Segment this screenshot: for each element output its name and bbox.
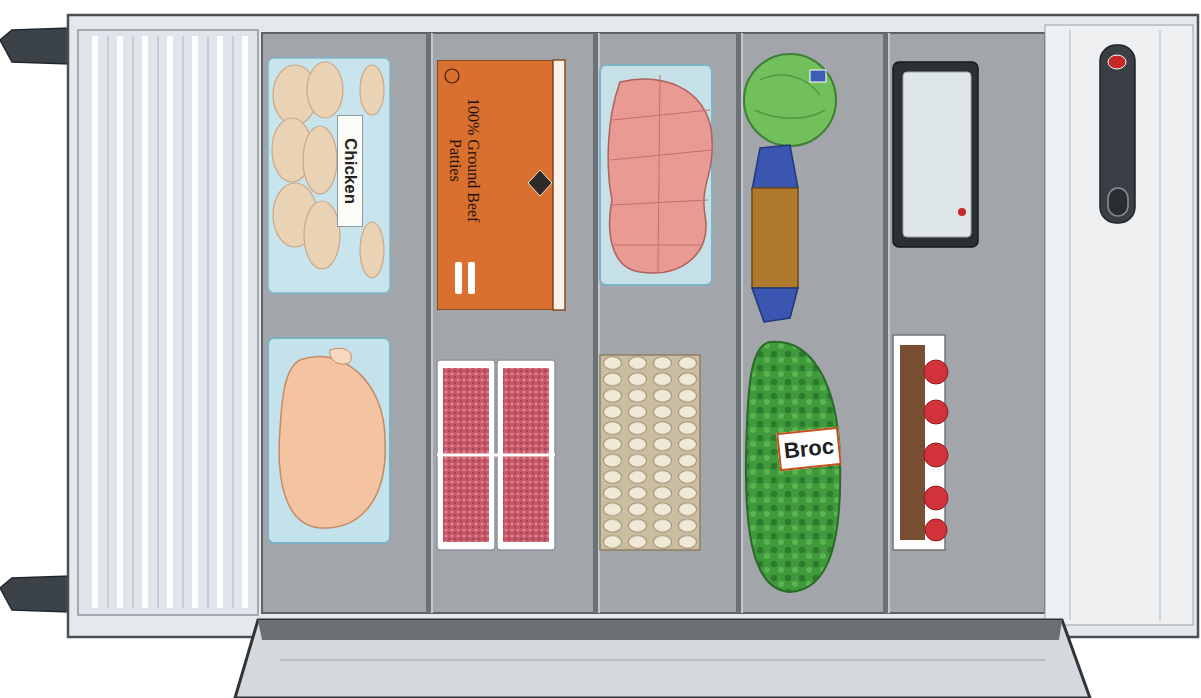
tray-contents xyxy=(903,72,971,237)
ham-roast xyxy=(608,79,712,273)
net-line xyxy=(610,150,712,160)
ham-netting xyxy=(610,75,712,272)
door-glass-edges xyxy=(108,36,233,608)
divider-highlight xyxy=(888,33,890,613)
door-panel xyxy=(78,30,258,615)
dark-tray xyxy=(893,62,978,247)
cabbage xyxy=(744,54,836,146)
glass-stripe xyxy=(142,36,148,608)
plastic-tray xyxy=(268,338,390,543)
package-label: Chicken xyxy=(337,115,363,227)
net-line xyxy=(658,75,660,272)
panel-seam xyxy=(1159,30,1161,620)
glass-edge xyxy=(207,36,208,608)
tomato xyxy=(925,519,947,541)
bread-loaf xyxy=(752,188,798,288)
refrigerator-interior xyxy=(262,33,1045,613)
bread-bag-end xyxy=(752,288,798,322)
glass-edge xyxy=(107,36,108,608)
label-text: Broc xyxy=(783,433,836,464)
panel-seam xyxy=(1069,30,1071,620)
package-label: Broc xyxy=(776,427,842,471)
door-glass-stripes xyxy=(95,36,245,608)
bread-bag-end xyxy=(752,145,798,190)
door-hinge xyxy=(0,28,70,64)
shelf-divider xyxy=(883,33,888,613)
box-side xyxy=(553,60,565,310)
door-seam xyxy=(280,659,1045,661)
glass-stripe xyxy=(242,36,248,608)
tray-sticker xyxy=(958,208,966,216)
shelf-divider xyxy=(736,33,741,613)
tomato xyxy=(924,360,948,384)
pack-seam xyxy=(437,454,555,457)
produce-sticker xyxy=(810,70,826,82)
brand-badge xyxy=(1108,55,1126,69)
shelf-divider xyxy=(593,33,598,613)
package-mark xyxy=(455,262,462,294)
plastic-wrap xyxy=(268,58,390,293)
glass-stripe xyxy=(117,36,123,608)
tomatoes xyxy=(924,360,948,541)
chicken-leg xyxy=(330,348,352,364)
net-line xyxy=(612,200,708,205)
brand-logo xyxy=(445,69,459,83)
divider-highlight xyxy=(431,33,433,613)
plastic-tray xyxy=(268,58,390,293)
tomato xyxy=(924,400,948,424)
box-inside xyxy=(900,345,925,540)
package-text: 100% Ground Beef Patties xyxy=(446,85,482,235)
whole-chicken xyxy=(279,357,385,529)
door-handle xyxy=(1100,45,1135,223)
glass-stripe xyxy=(192,36,198,608)
door-top-edge xyxy=(258,620,1062,640)
glass-edge xyxy=(132,36,133,608)
cabinet-body xyxy=(68,15,1198,637)
package-mark xyxy=(468,262,475,294)
glass-stripe xyxy=(92,36,98,608)
glass-edge xyxy=(232,36,233,608)
shelf-divider xyxy=(426,33,431,613)
plastic-tray xyxy=(600,65,712,285)
package-text: Chicken xyxy=(340,138,360,204)
package-box: 100% Ground Beef Patties xyxy=(437,60,553,310)
egg-flat xyxy=(600,355,700,550)
glass-edge xyxy=(157,36,158,608)
glass-edge xyxy=(182,36,183,608)
tomato xyxy=(924,443,948,467)
divider-highlight xyxy=(741,33,743,613)
door-hinge xyxy=(0,576,70,612)
net-line xyxy=(612,110,710,120)
brand-diamond xyxy=(528,170,552,196)
open-door xyxy=(235,620,1090,698)
glass-stripe xyxy=(217,36,223,608)
side-panel xyxy=(1045,25,1193,625)
handle-grip xyxy=(1108,188,1128,216)
shelf-dividers xyxy=(426,33,890,613)
glass-stripe xyxy=(167,36,173,608)
tomato xyxy=(924,486,948,510)
